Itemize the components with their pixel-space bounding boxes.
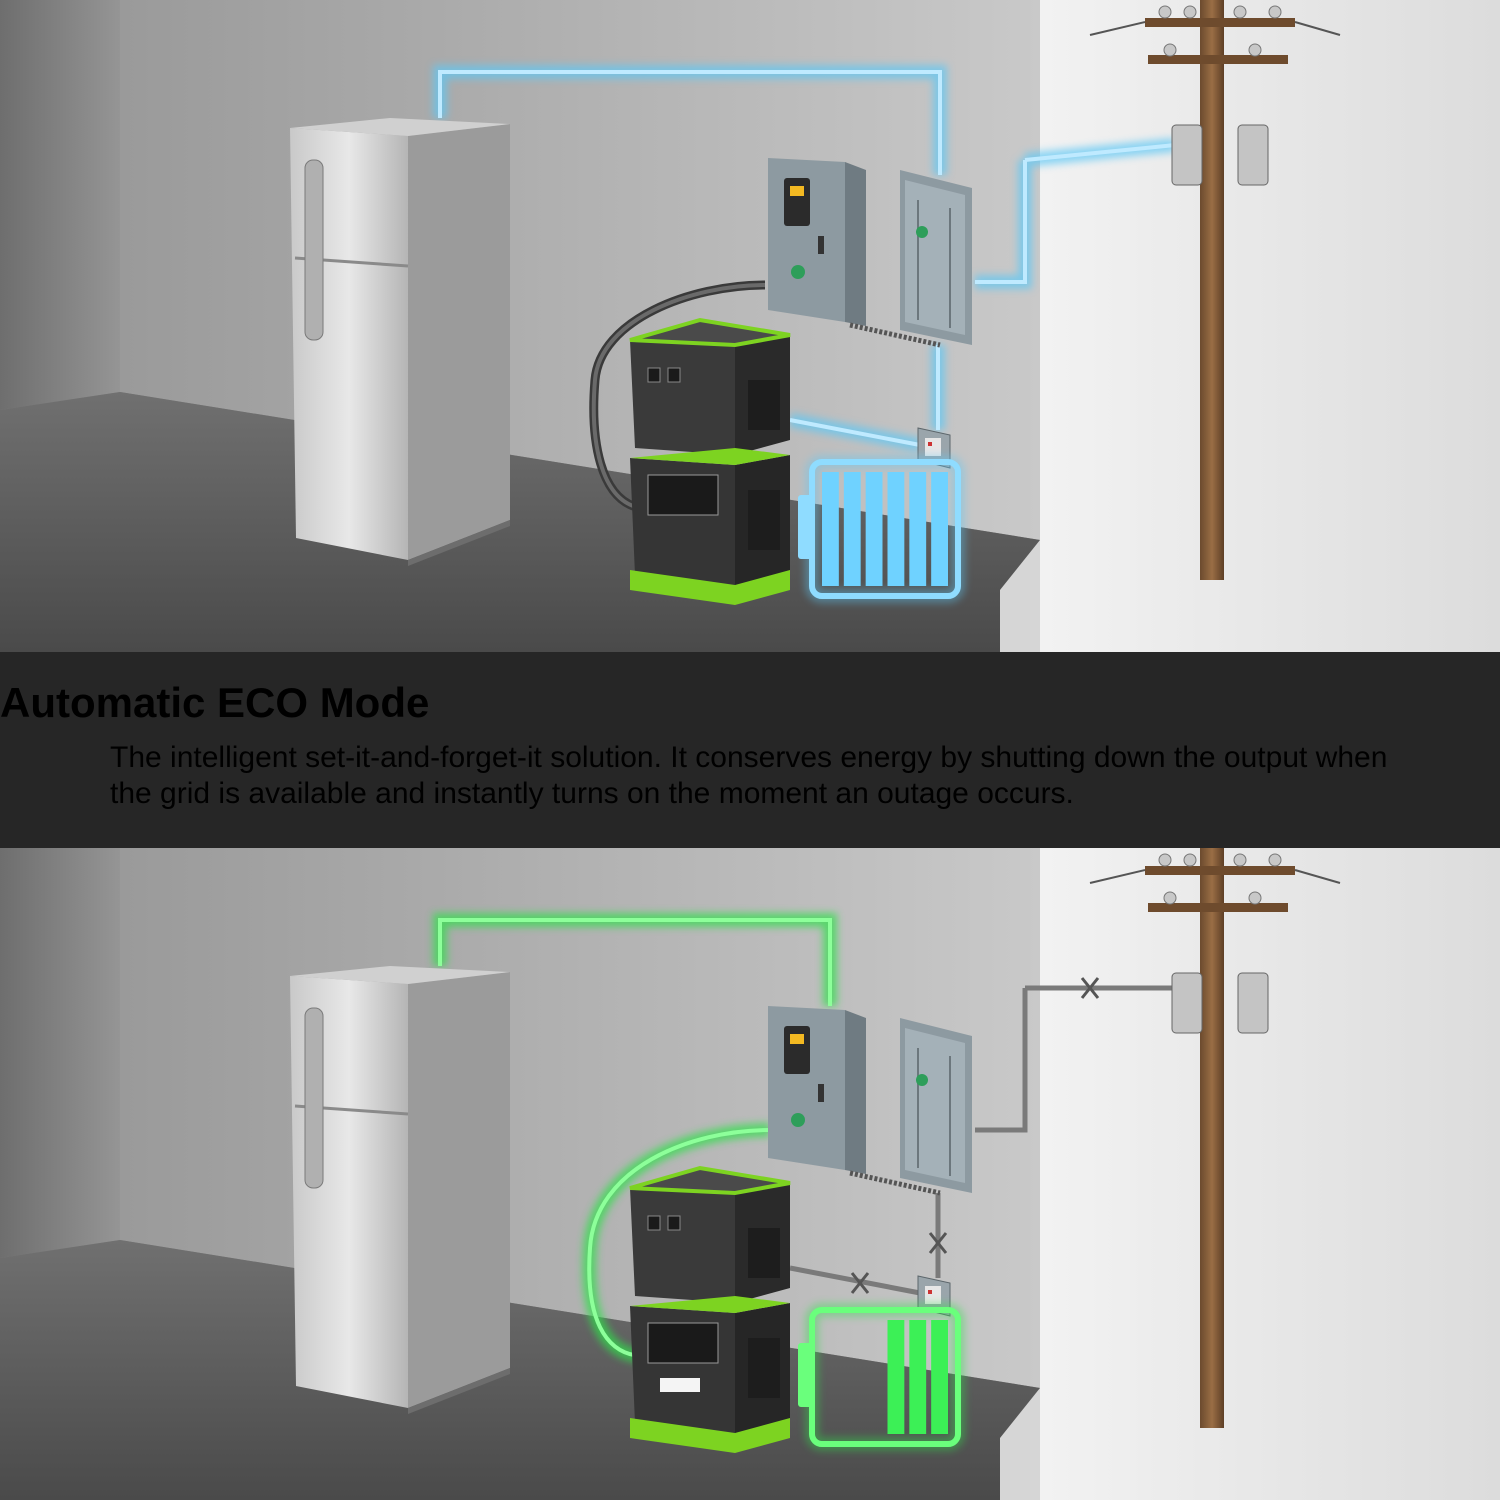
battery-level-bar [865, 472, 883, 586]
transfer-switch [768, 1006, 866, 1174]
grid-line-disconnected [789, 977, 1175, 1296]
utility-pole [1089, 848, 1341, 1428]
refrigerator [290, 966, 510, 1414]
battery-level-bar [843, 472, 861, 586]
power-line [433, 65, 1176, 452]
battery-icon [798, 1303, 965, 1451]
battery-level-bar [931, 472, 948, 586]
battery-level-bar [887, 1320, 905, 1434]
battery-level-bar [909, 472, 927, 586]
battery-level-bar [822, 472, 839, 586]
battery-level-bar [887, 472, 905, 586]
breaker-panel [900, 170, 972, 345]
power-station [629, 1165, 791, 1453]
battery-level-bar [931, 1320, 948, 1434]
transfer-switch [768, 158, 866, 326]
power-station [629, 317, 791, 605]
disconnected-x-icon [850, 977, 1100, 1294]
battery-level-bar [909, 1320, 927, 1434]
grid-available-scene [0, 0, 1500, 652]
refrigerator [290, 118, 510, 566]
side-wall [1040, 0, 1500, 652]
banner-description: The intelligent set-it-and-forget-it sol… [110, 741, 1388, 810]
outage-scene [0, 848, 1500, 1500]
breaker-panel [900, 1018, 972, 1193]
utility-pole [1089, 0, 1341, 580]
power-line [433, 913, 837, 1363]
info-banner [0, 652, 1500, 848]
battery-icon [798, 455, 965, 603]
left-wall [0, 0, 120, 410]
banner-title: Automatic ECO Mode [0, 679, 430, 726]
